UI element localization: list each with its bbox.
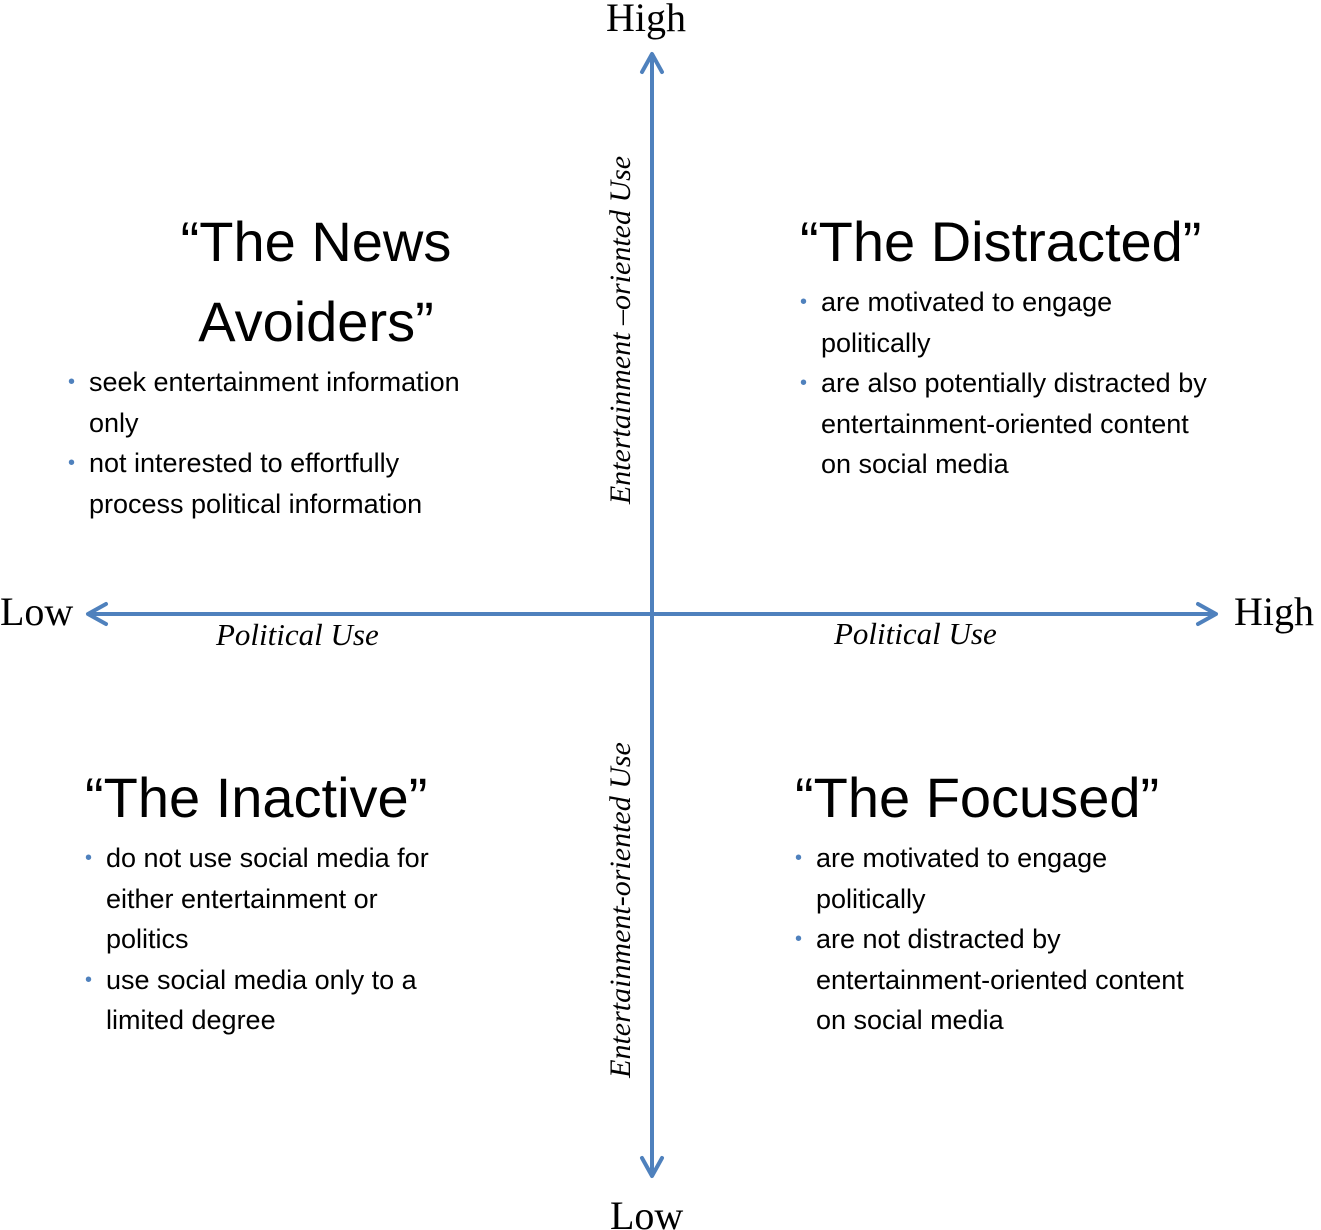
- quadrant-distracted: “The Distracted” • are motivated to engage…: [800, 202, 1207, 485]
- bullet-line: entertainment-oriented content: [821, 408, 1189, 439]
- title-line: Avoiders”: [198, 290, 434, 353]
- bullet-line: not interested to effortfully: [89, 448, 400, 478]
- bullet-line: on social media: [821, 449, 1009, 479]
- bullet-icon: •: [68, 371, 76, 393]
- bullet-line: are also potentially distracted by: [821, 368, 1207, 398]
- quadrant-title: “The Focused”: [795, 758, 1184, 838]
- bullet-item: • seek entertainment information only: [68, 362, 564, 443]
- bullet-line: seek entertainment information: [89, 367, 460, 397]
- vertical-high-label: High: [606, 0, 686, 40]
- bullet-line: are not distracted by: [816, 924, 1061, 954]
- bullet-item: • are also potentially distracted by enter…: [800, 363, 1207, 485]
- arrow-left-icon: [86, 602, 108, 626]
- bullet-line: either entertainment or: [106, 883, 378, 914]
- bullet-line: politically: [816, 883, 926, 914]
- title-line: “The Inactive”: [85, 766, 428, 829]
- bullet-line: entertainment-oriented content: [816, 964, 1184, 995]
- bullet-item: • are not distracted by entertainment-orie…: [795, 919, 1184, 1041]
- bullet-line: process political information: [89, 488, 423, 519]
- bullet-item: • are motivated to engage politically: [795, 838, 1184, 919]
- bullet-line: politics: [106, 924, 189, 954]
- quadrant-title: “The Distracted”: [800, 202, 1207, 282]
- bullet-line: only: [89, 407, 139, 438]
- bullet-line: do not use social media for: [106, 843, 429, 873]
- arrow-up-icon: [640, 52, 664, 74]
- title-line: “The Distracted”: [800, 210, 1202, 273]
- bullet-list: • are motivated to engage politically • are …: [795, 838, 1184, 1041]
- bullet-line: politically: [821, 327, 931, 358]
- entertainment-use-label-upper: Entertainment –oriented Use: [604, 155, 637, 505]
- quadrant-inactive: “The Inactive” • do not use social media f…: [85, 758, 429, 1041]
- bullet-item: • are motivated to engage politically: [800, 282, 1207, 363]
- bullet-icon: •: [795, 928, 803, 950]
- bullet-icon: •: [800, 291, 808, 313]
- entertainment-use-label-lower: Entertainment-oriented Use: [604, 742, 637, 1078]
- political-use-label-left: Political Use: [216, 617, 379, 652]
- title-line: “The Focused”: [795, 766, 1160, 829]
- bullet-line: are motivated to engage: [821, 287, 1113, 317]
- horizontal-low-label: Low: [0, 589, 74, 634]
- bullet-icon: •: [68, 452, 76, 474]
- horizontal-high-label: High: [1234, 589, 1314, 634]
- quadrant-focused: “The Focused” • are motivated to engage pol…: [795, 758, 1184, 1041]
- bullet-list: • seek entertainment information only • not …: [68, 362, 564, 524]
- bullet-line: on social media: [816, 1005, 1004, 1035]
- arrow-right-icon: [1196, 602, 1218, 626]
- vertical-low-label: Low: [610, 1193, 684, 1230]
- bullet-list: • are motivated to engage politically • are …: [800, 282, 1207, 485]
- bullet-line: are motivated to engage: [816, 843, 1108, 873]
- bullet-icon: •: [85, 968, 93, 991]
- bullet-line: use social media only to a: [106, 964, 417, 995]
- political-use-label-right: Political Use: [834, 616, 997, 651]
- bullet-list: • do not use social media for either enter…: [85, 838, 429, 1041]
- bullet-item: • use social media only to a limited degre…: [85, 960, 429, 1041]
- bullet-icon: •: [800, 372, 808, 394]
- bullet-item: • not interested to effortfully process po…: [68, 443, 564, 524]
- bullet-item: • do not use social media for either enter…: [85, 838, 429, 960]
- bullet-line: limited degree: [106, 1005, 276, 1035]
- quadrant-title: “The Inactive”: [85, 758, 429, 838]
- bullet-icon: •: [795, 847, 803, 869]
- title-line: “The News: [180, 210, 452, 273]
- bullet-icon: •: [85, 847, 93, 869]
- arrow-down-icon: [640, 1156, 664, 1178]
